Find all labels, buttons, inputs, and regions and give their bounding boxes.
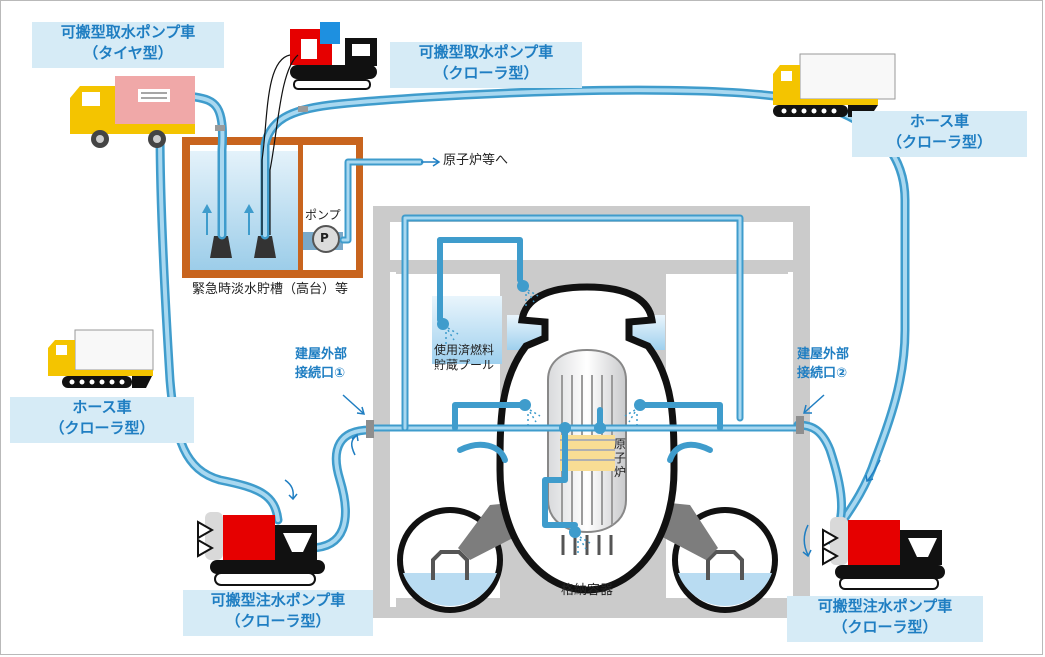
label-line: 可搬型取水ポンプ車 bbox=[60, 23, 196, 41]
label-line: 炉 bbox=[614, 465, 627, 479]
pump-symbol: P bbox=[320, 231, 329, 245]
pump-icon bbox=[303, 225, 343, 253]
label-line: 貯蔵プール bbox=[434, 358, 495, 372]
label-line: ホース車 bbox=[909, 112, 970, 130]
injection-pump-truck-icon bbox=[822, 517, 945, 590]
connection-port-1 bbox=[366, 420, 374, 438]
label-containment-vessel: 格納容器 bbox=[561, 583, 614, 598]
label-line: ホース車 bbox=[72, 398, 132, 416]
hose-truck-icon bbox=[48, 329, 154, 388]
label-hose-truck-right: ホース車 （クローラ型） bbox=[852, 111, 1027, 157]
label-line: 子 bbox=[614, 451, 627, 465]
label-line: 建屋外部 bbox=[797, 347, 850, 362]
label-intake-pump-crawler: 可搬型取水ポンプ車 （クローラ型） bbox=[390, 42, 582, 88]
arrow-icon bbox=[284, 157, 881, 558]
label-injection-pump-right: 可搬型注水ポンプ車 （クローラ型） bbox=[787, 596, 983, 642]
label-line: （クローラ型） bbox=[832, 618, 938, 636]
label-pump: ポンプ bbox=[305, 208, 341, 222]
label-line: 接続口① bbox=[295, 366, 346, 381]
label-injection-pump-left: 可搬型注水ポンプ車 （クローラ型） bbox=[183, 590, 373, 636]
label-connection-port-1: 建屋外部 接続口① bbox=[295, 345, 347, 383]
label-line: （クローラ型） bbox=[225, 612, 331, 630]
spray-nozzle-icon bbox=[437, 280, 646, 538]
label-freshwater-tank: 緊急時淡水貯槽（高台）等 bbox=[192, 282, 349, 297]
injection-pump-truck-icon bbox=[197, 512, 325, 586]
label-spent-fuel-pool: 使用済燃料 貯蔵プール bbox=[434, 343, 494, 373]
label-hose-truck-left: ホース車 （クローラ型） bbox=[10, 397, 194, 443]
label-connection-port-2: 建屋外部 接続口② bbox=[797, 345, 849, 383]
label-line: 使用済燃料 bbox=[434, 343, 495, 357]
label-line: （クローラ型） bbox=[886, 133, 992, 151]
label-to-reactor: 原子炉等へ bbox=[443, 153, 509, 168]
label-intake-pump-tire: 可搬型取水ポンプ車 （タイヤ型） bbox=[32, 22, 224, 68]
spent-fuel-pool bbox=[432, 296, 502, 364]
label-line: 建屋外部 bbox=[295, 347, 348, 362]
crawler-pump-truck-icon bbox=[261, 22, 377, 235]
label-line: （クローラ型） bbox=[49, 419, 155, 437]
label-line: 可搬型取水ポンプ車 bbox=[418, 43, 554, 61]
label-line: 可搬型注水ポンプ車 bbox=[210, 591, 346, 609]
hose-truck-icon bbox=[773, 53, 896, 117]
label-line: （クローラ型） bbox=[433, 64, 539, 82]
tire-truck-icon bbox=[70, 76, 195, 148]
freshwater-tank bbox=[182, 137, 363, 278]
label-line: （タイヤ型） bbox=[83, 44, 173, 62]
label-line: 原 bbox=[614, 437, 627, 451]
connection-port-2 bbox=[796, 416, 804, 434]
label-line: 可搬型注水ポンプ車 bbox=[817, 597, 953, 615]
label-reactor: 原 子 炉 bbox=[614, 437, 626, 479]
label-line: 接続口② bbox=[797, 366, 848, 381]
